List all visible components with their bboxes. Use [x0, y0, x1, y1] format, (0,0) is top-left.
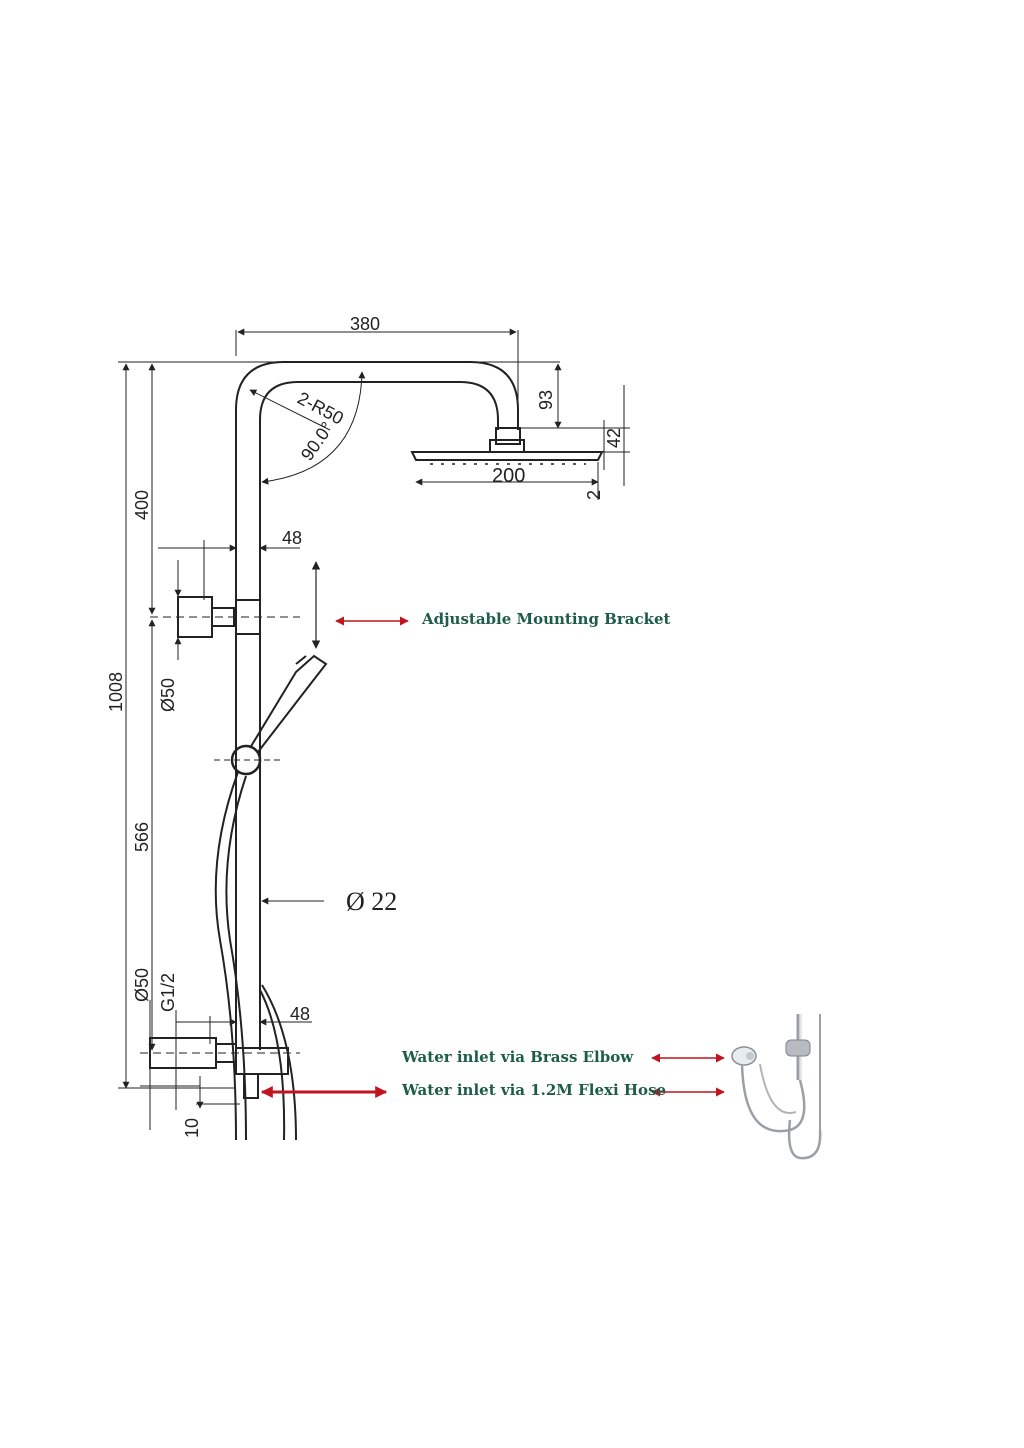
flexi-hose	[214, 771, 297, 1141]
dim-arm-reach: 380	[350, 314, 380, 334]
callout-bracket: Adjustable Mounting Bracket	[421, 610, 671, 628]
dim-head-width: 200	[492, 465, 525, 487]
inlet-product-photo	[731, 1014, 822, 1160]
dim-rail-dia: Ø 22	[346, 887, 397, 916]
callout-flexi-hose: Water inlet via 1.2M Flexi Hose	[401, 1081, 666, 1099]
shower-rail	[235, 361, 519, 1050]
dim-bracket-offset: 48	[282, 528, 302, 548]
mounting-bracket	[150, 596, 300, 638]
dim-head-drop: 93	[536, 390, 556, 410]
dim-inlet-dia: Ø50	[132, 968, 152, 1002]
dim-head-thickness: 2	[584, 490, 604, 500]
dim-head-height: 42	[604, 428, 624, 448]
dim-bracket-dia: Ø50	[158, 678, 178, 712]
shower-head	[410, 427, 604, 465]
dim-inlet-offset: 48	[290, 1004, 310, 1024]
hand-shower	[214, 654, 328, 776]
dim-upper-section: 400	[132, 490, 152, 520]
dim-inlet-thread: G1/2	[158, 973, 178, 1012]
dim-lower-section: 566	[132, 822, 152, 852]
dimension-lines	[118, 328, 630, 1130]
dim-total-height: 1008	[106, 672, 126, 712]
inlet-assembly	[140, 1037, 300, 1099]
dim-inlet-base: 10	[182, 1118, 202, 1138]
callout-brass-elbow: Water inlet via Brass Elbow	[401, 1048, 634, 1066]
